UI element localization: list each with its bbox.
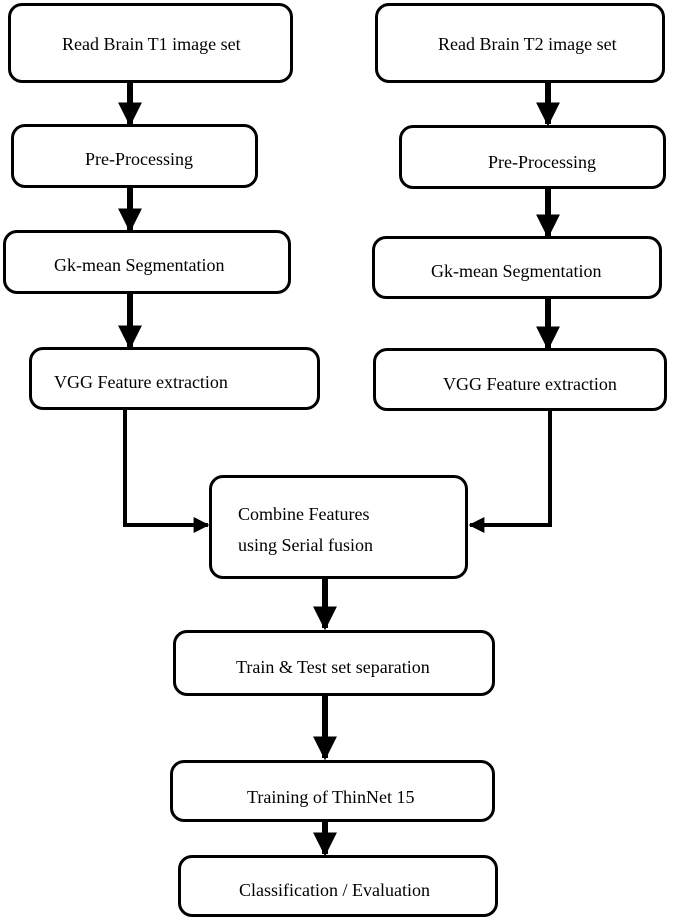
split-label: Train & Test set separation [236, 657, 430, 677]
features-t1-label: VGG Feature extraction [54, 372, 228, 392]
preprocess-t1-node: Pre-Processing [11, 124, 258, 188]
read-t2-node: Read Brain T2 image set [375, 3, 665, 83]
combine-line2: using Serial fusion [238, 535, 373, 555]
combine-line1: Combine Features [238, 504, 370, 524]
segment-t2-node: Gk-mean Segmentation [372, 236, 662, 299]
segment-t1-label: Gk-mean Segmentation [54, 255, 225, 275]
segment-t1-node: Gk-mean Segmentation [3, 230, 291, 294]
preprocess-t1-label: Pre-Processing [85, 149, 193, 169]
preprocess-t2-label: Pre-Processing [488, 152, 596, 172]
arrow-t1-features-to-combine [123, 409, 210, 533]
train-test-split-node: Train & Test set separation [173, 630, 495, 696]
training-node: Training of ThinNet 15 [170, 760, 495, 822]
arrow-t2-features-to-combine [468, 409, 552, 533]
features-t2-node: VGG Feature extraction [373, 348, 667, 411]
preprocess-t2-node: Pre-Processing [399, 125, 666, 189]
read-t2-label: Read Brain T2 image set [438, 34, 617, 54]
read-t1-node: Read Brain T1 image set [8, 3, 293, 83]
evaluation-label: Classification / Evaluation [239, 880, 430, 900]
read-t1-label: Read Brain T1 image set [62, 34, 241, 54]
segment-t2-label: Gk-mean Segmentation [431, 261, 602, 281]
combine-features-node: Combine Features using Serial fusion [209, 475, 468, 579]
features-t2-label: VGG Feature extraction [443, 374, 617, 394]
evaluation-node: Classification / Evaluation [178, 855, 498, 917]
features-t1-node: VGG Feature extraction [29, 347, 320, 410]
training-label: Training of ThinNet 15 [247, 787, 415, 807]
